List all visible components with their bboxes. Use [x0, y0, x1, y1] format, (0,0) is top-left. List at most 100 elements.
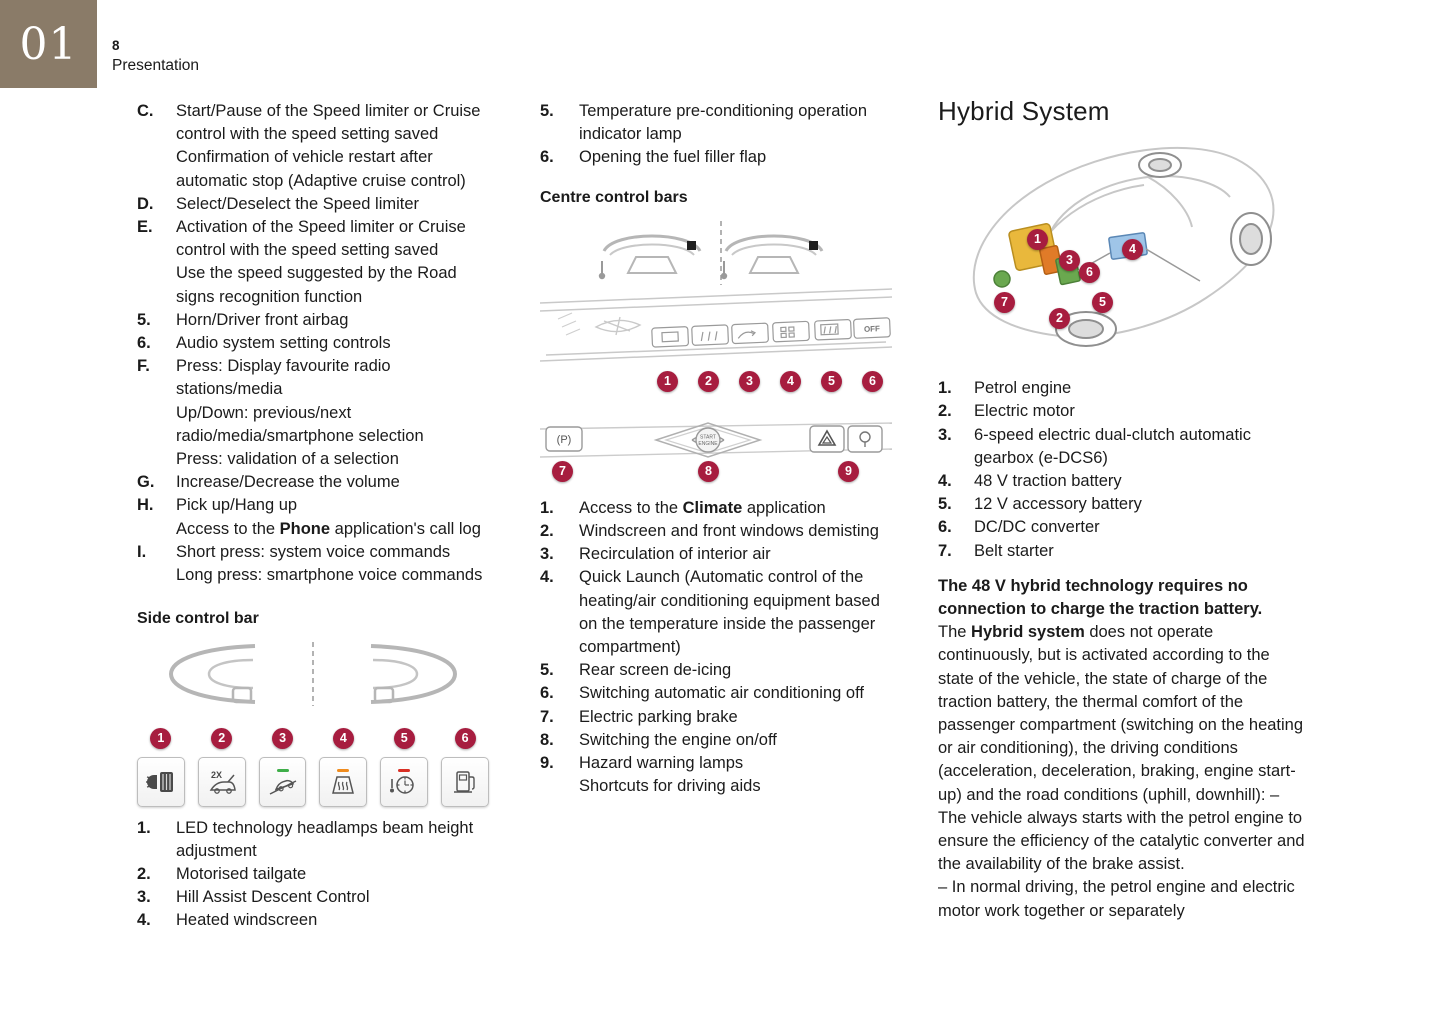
legend-item: 3. 6-speed electric dual-clutch automati…	[938, 424, 1308, 470]
chapter-number-box: 01	[0, 0, 97, 88]
legend-item-text: Recirculation of interior air	[579, 545, 771, 564]
page-meta: 8 Presentation	[112, 38, 199, 75]
callout-cell: 1	[137, 727, 185, 749]
legend-item: 5. Rear screen de-icing	[540, 659, 892, 682]
callout-cell: 2	[198, 727, 246, 749]
legend-item: 6. Opening the fuel filler flap	[540, 146, 892, 169]
callout-number: 8	[698, 460, 719, 482]
legend-item-label: 7.	[938, 541, 952, 560]
legend-item-text: Temperature pre-conditioning operation i…	[579, 102, 868, 144]
legend-item-text: Short press: system voice commands Long …	[176, 542, 483, 585]
callout-number: 1	[657, 370, 678, 392]
motorised-tailgate-icon: 2X	[209, 770, 236, 794]
callout-number: 7	[552, 460, 573, 482]
callout-cell: 3	[729, 370, 770, 392]
rear-demist-icon	[814, 318, 852, 341]
red-indicator-lamp	[398, 768, 411, 772]
headlamp-leveling-icon	[145, 771, 173, 792]
legend-item-text: Increase/Decrease the volume	[176, 473, 400, 492]
legend-item-label: 1.	[540, 498, 554, 517]
legend-item-label: 8.	[540, 730, 554, 749]
legend-item: 5. 12 V accessory battery	[938, 493, 1308, 516]
recirculation-icon	[731, 322, 769, 344]
legend-item: 9. Hazard warning lamps Shortcuts for dr…	[540, 752, 892, 798]
steering-wheel-right-icon	[370, 644, 458, 705]
legend-item-label: 4.	[137, 911, 151, 930]
callout-cell: 5	[811, 370, 852, 392]
callout-number: 3	[272, 727, 294, 749]
legend-item-label: 5.	[540, 102, 554, 120]
callout-number: 2	[698, 370, 719, 392]
side-callout-row: 1 2 3 4 5	[137, 727, 489, 749]
legend-item-text: Pick up/Hang up Access to the Phone appl…	[176, 496, 481, 538]
callout-number: 6	[454, 727, 476, 749]
legend-item-label: 2.	[938, 402, 952, 421]
upper-dashboard-strip-drawing: OFF	[540, 288, 892, 362]
centre-control-bars-illustration: OFF 1 2 3	[540, 220, 892, 483]
side-controls-legend: 1. LED technology headlamps beam height …	[137, 817, 489, 933]
legend-item-text: Hazard warning lamps Shortcuts for drivi…	[579, 754, 761, 796]
legend-item-text: Access to the Climate application	[579, 498, 826, 517]
legend-item-label: 4.	[540, 568, 554, 587]
legend-item-label: 7.	[540, 707, 554, 726]
legend-item-text: 12 V accessory battery	[974, 495, 1142, 514]
legend-item-text: Electric parking brake	[579, 707, 738, 726]
callout-number: 3	[739, 370, 760, 392]
pre-conditioning-button	[380, 756, 429, 807]
legend-item-label: 5.	[137, 310, 151, 329]
callout-number: 6	[1079, 262, 1100, 284]
legend-item-text: Switching automatic air conditioning off	[579, 684, 864, 703]
central-locking-icon	[847, 425, 883, 453]
belt-starter-shape	[993, 270, 1011, 288]
ac-off-label: OFF	[864, 324, 880, 334]
callout-number: 4	[332, 727, 354, 749]
side-control-bar-illustration: 1 2 3 4 5	[137, 642, 489, 807]
legend-item-text: Petrol engine	[974, 379, 1072, 398]
centre-controls-legend: 1. Access to the Climate application 2. …	[540, 497, 892, 799]
start-engine-icon: START ENGINE	[653, 422, 763, 458]
motorised-tailgate-button: 2X	[197, 756, 246, 807]
legend-item-label: 6.	[540, 148, 554, 167]
legend-item: 5. Horn/Driver front airbag	[137, 309, 489, 332]
callout-number: 3	[1059, 250, 1080, 272]
callout-cell: 4	[319, 727, 367, 749]
legend-item-text: Heated windscreen	[176, 911, 318, 930]
legend-item: 3. Hill Assist Descent Control	[137, 886, 489, 909]
page-number: 8	[112, 38, 120, 53]
callout-number: 9	[838, 460, 859, 482]
side-buttons-row: 2X	[137, 756, 489, 807]
pre-conditioning-timer-icon	[390, 768, 414, 794]
legend-item: 6. Audio system setting controls	[137, 332, 489, 355]
legend-item-text: Select/Deselect the Speed limiter	[176, 194, 420, 213]
start-engine-label-line1: START	[700, 434, 716, 440]
callout-cell: 1	[647, 370, 688, 392]
parking-brake-label: (P)	[557, 434, 572, 446]
legend-item-text: Quick Launch (Automatic control of the h…	[579, 568, 880, 657]
legend-item: 5. Temperature pre-conditioning operatio…	[540, 100, 892, 146]
legend-item: 4. 48 V traction battery	[938, 470, 1308, 493]
air-vent-drawing	[594, 316, 642, 335]
fuel-filler-flap-icon	[454, 770, 475, 793]
steering-wheel-left-icon	[168, 644, 256, 705]
legend-item: G. Increase/Decrease the volume	[137, 471, 489, 494]
side-control-bar-heading: Side control bar	[137, 610, 259, 628]
hybrid-components-legend: 1. Petrol engine 2. Electric motor 3. 6-…	[938, 377, 1308, 563]
legend-item-label: E.	[137, 218, 153, 237]
legend-item-label: I.	[137, 542, 147, 561]
hybrid-system-illustration: 1 2 3 4 5 6 7	[938, 131, 1308, 369]
legend-item-text: Motorised tailgate	[176, 865, 307, 884]
thermometer-icon	[598, 260, 606, 280]
legend-item: I. Short press: system voice commands Lo…	[137, 541, 489, 587]
start-engine-label-line2: ENGINE	[698, 441, 718, 447]
legend-item: 7. Belt starter	[938, 540, 1308, 563]
legend-item: 4. Quick Launch (Automatic control of th…	[540, 566, 892, 659]
callout-number: 5	[1092, 292, 1113, 314]
tailgate-2x-label: 2X	[211, 770, 222, 780]
legend-item: E. Activation of the Speed limiter or Cr…	[137, 216, 489, 309]
heated-windscreen-button	[319, 756, 368, 807]
centre-control-bars-heading: Centre control bars	[540, 188, 688, 206]
side-steering-wheels-drawing	[168, 642, 458, 707]
legend-item-label: 2.	[540, 522, 554, 541]
green-indicator-lamp	[276, 768, 289, 772]
callout-number: 1	[1027, 229, 1048, 251]
